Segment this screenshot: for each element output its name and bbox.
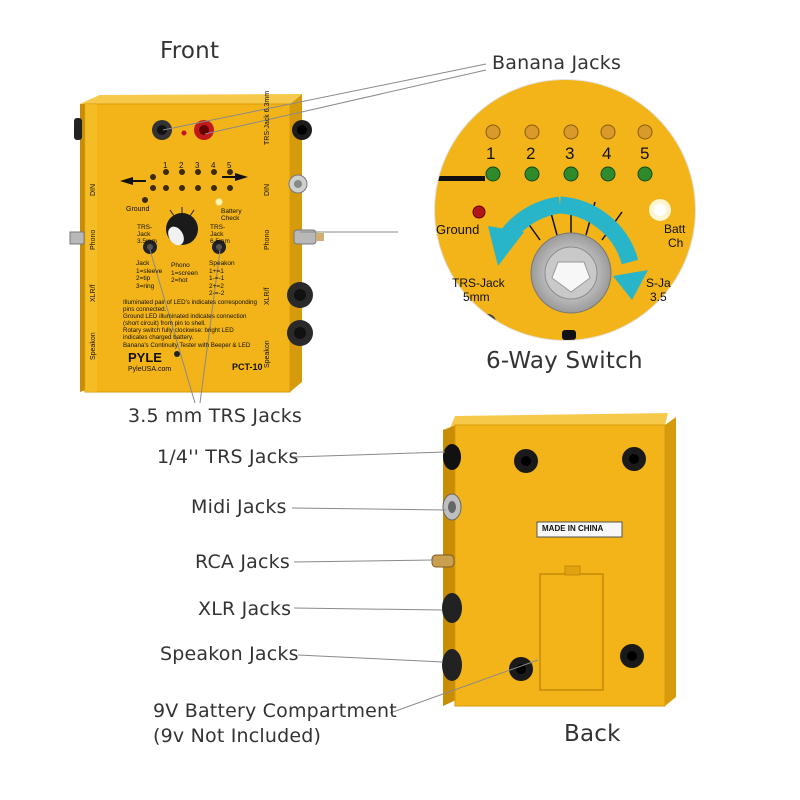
front-left-jack [74,118,82,140]
banana-jacks-label: Banana Jacks [492,52,622,74]
back-heading: Back [564,721,621,747]
zoom-battery-label-2: Ch [668,236,684,250]
device-model: PCT-10 [232,362,263,372]
speakon-label: Speakon Jacks [160,643,299,665]
banana-callout-line-1 [162,63,487,131]
back-sticker-text: MADE IN CHINA [542,524,604,533]
battery-compartment-door [539,565,604,691]
device-ground-label: Ground [126,206,150,213]
rotary-switch [166,207,198,246]
zoom-num-5: 5 [640,144,650,163]
back-device [431,413,676,707]
device-trs-right-label: TRS-Jack 6.5mm [210,224,230,245]
front-device-top [80,94,302,104]
trs35-callout-line-1 [149,249,196,404]
right-arrow-icon [235,173,248,181]
zoom-trs-right-label-2: 3.5 [650,290,667,304]
side-label-din-right: DIN [264,183,271,196]
side-label-speakon-right: Speakon [264,340,271,368]
left-arrow-icon [120,177,133,185]
battery-label-line1: 9V Battery Compartment [153,700,397,722]
back-device-top [450,413,668,428]
battery-label-line2: (9v Not Included) [153,725,322,747]
zoom-ground-label: Ground [436,222,480,237]
device-battery-check-label: Battery Check [221,208,242,222]
device-site: PyleUSA.com [128,366,172,373]
device-trs-left-label: TRS-Jack 3.5mm [137,224,157,245]
front-led-grid [142,169,233,206]
rotate-arrow-right-icon [559,196,639,265]
front-right-jacks [69,120,324,346]
banana-jacks [152,120,214,140]
trs35-label: 3.5 mm TRS Jacks [128,405,303,427]
zoom-num-1: 1 [486,144,496,163]
side-label-din-left: DIN [90,183,97,196]
trs14-label: 1/4'' TRS Jacks [157,446,299,468]
zoom-num-2: 2 [526,144,536,163]
zoom-num-4: 4 [602,144,612,163]
side-label-speakon-left: Speakon [90,332,97,360]
switch-zoom-circle [434,79,696,341]
ground-led [142,197,148,203]
zoom-trs-left-label-2: 5mm [463,290,490,304]
battery-check-led [215,198,223,206]
device-info-text: Illuminated pair of LED's indicates corr… [123,299,257,349]
front-device [69,94,324,393]
zoom-battery-label: Batt [664,222,686,236]
zoom-trs-right-label: S-Ja [646,276,671,290]
midi-label: Midi Jacks [191,496,287,518]
trs35-callout-line-2 [199,249,221,404]
six-way-switch-heading: 6-Way Switch [486,348,643,374]
side-label-phono-left: Phono [90,229,97,250]
made-in-china-label [536,521,623,538]
callout-lines-back [291,451,539,714]
rca-label: RCA Jacks [195,551,290,573]
side-label-trs: TRS-Jack 6.3mm [264,90,271,145]
side-label-xlr-right: XLR/f [264,287,271,305]
front-device-face [84,103,291,393]
front-heading: Front [160,38,220,64]
device-brand-logo: PYLE [128,350,162,365]
side-label-phono-right: Phono [264,229,271,250]
back-side-jacks [431,444,462,681]
zoom-trs-left-label: TRS-Jack [452,276,505,290]
xlr-label: XLR Jacks [198,598,292,620]
zoom-num-3: 3 [565,144,575,163]
callout-lines-front [149,63,487,404]
side-label-xlr-left: XLR/f [90,284,97,302]
banana-callout-line-2 [204,69,487,135]
